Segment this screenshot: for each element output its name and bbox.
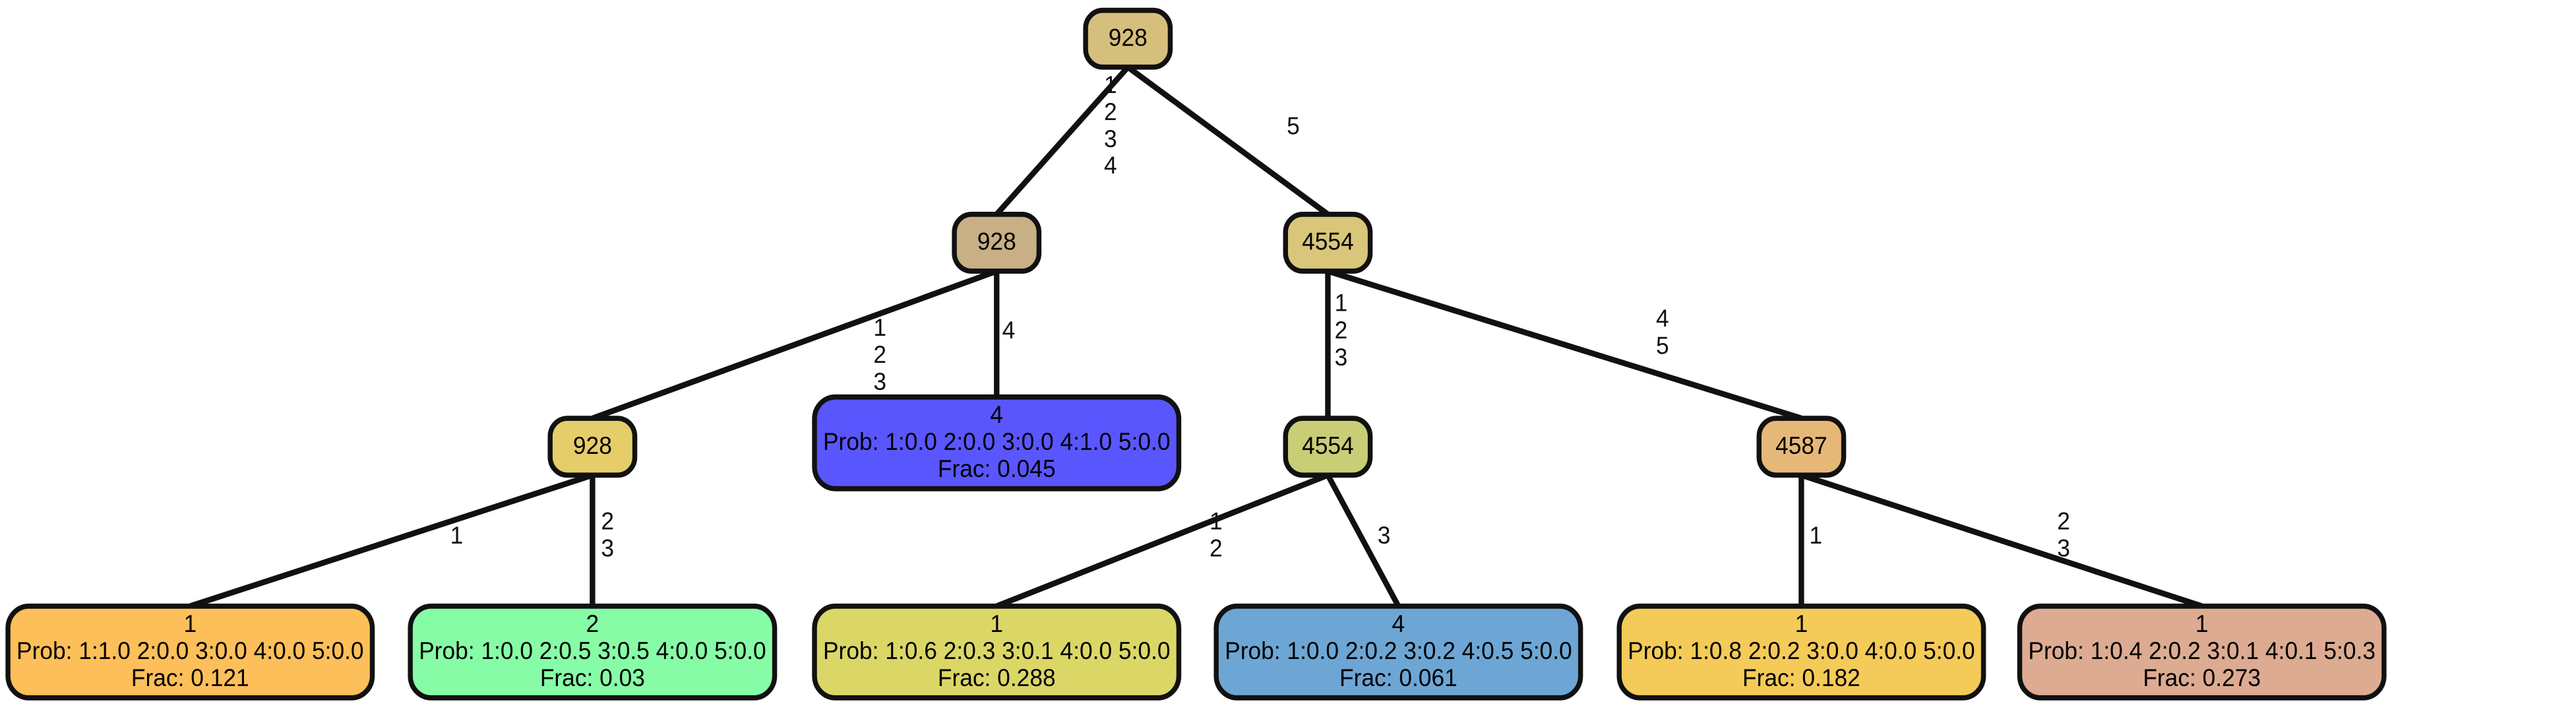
edge-n928c-leaf1 <box>189 472 594 610</box>
leaf-prob: Prob: 1:0.6 2:0.3 3:0.1 4:0.0 5:0.0 <box>822 637 1171 666</box>
leaf-frac: Frac: 0.182 <box>1742 664 1860 692</box>
edge-n4554b-leaf4 <box>995 472 1329 610</box>
edge-label-line: 3 <box>1334 344 1348 371</box>
leaf-frac: Frac: 0.121 <box>131 664 249 692</box>
leaf-prob: Prob: 1:1.0 2:0.0 3:0.0 4:0.0 5:0.0 <box>16 637 364 666</box>
leaf-class: 4 <box>990 401 1004 429</box>
node-label: 4587 <box>1775 432 1827 460</box>
edge-label-line: 1 <box>450 522 464 550</box>
internal-node: 928 <box>1083 7 1173 70</box>
edge-root-n928b <box>995 65 1130 216</box>
leaf-frac: Frac: 0.288 <box>937 664 1056 692</box>
edge-label-line: 2 <box>2057 508 2070 536</box>
edge-label: 1 <box>450 522 464 550</box>
edge-label-line: 1 <box>1209 508 1223 536</box>
node-label: 928 <box>977 228 1016 256</box>
leaf-prob: Prob: 1:0.4 2:0.2 3:0.1 4:0.1 5:0.3 <box>2028 637 2376 666</box>
leaf-prob: Prob: 1:0.8 2:0.2 3:0.0 4:0.0 5:0.0 <box>1628 637 1975 666</box>
edge-label-line: 5 <box>1656 332 1669 360</box>
edge-n4587-leaf7 <box>1800 472 2203 610</box>
edge-label-line: 3 <box>1377 522 1391 550</box>
edge-label-line: 2 <box>873 341 886 369</box>
edge-n4554b-leaf5 <box>1325 474 1401 608</box>
leaf-frac: Frac: 0.045 <box>937 455 1056 483</box>
edge-label-line: 1 <box>873 314 886 342</box>
edge-label-line: 3 <box>1104 125 1117 153</box>
edge-label-line: 3 <box>2057 535 2070 563</box>
leaf-class: 1 <box>2195 611 2209 639</box>
edge-label-line: 1 <box>1334 290 1348 317</box>
internal-node: 928 <box>952 211 1042 274</box>
leaf-class: 4 <box>1392 611 1405 639</box>
edge-label-line: 1 <box>1809 522 1823 550</box>
edge-label: 5 <box>1287 113 1300 141</box>
edge-label-line: 5 <box>1287 113 1300 141</box>
edge-label: 4 <box>1002 317 1016 344</box>
edge-label-line: 2 <box>1334 317 1348 344</box>
leaf-class: 1 <box>183 611 197 639</box>
node-label: 928 <box>1108 24 1148 52</box>
edge-label-line: 4 <box>1002 317 1016 344</box>
leaf-class: 2 <box>586 611 599 639</box>
leaf-frac: Frac: 0.061 <box>1339 664 1457 692</box>
edge-label-line: 1 <box>1104 71 1117 99</box>
edge-label-line: 4 <box>1656 305 1669 332</box>
internal-node: 4554 <box>1283 211 1373 274</box>
internal-node: 928 <box>547 416 638 478</box>
leaf-prob: Prob: 1:0.0 2:0.2 3:0.2 4:0.5 5:0.0 <box>1225 637 1572 666</box>
leaf-class: 1 <box>1794 611 1808 639</box>
edge-label-line: 4 <box>1104 152 1117 180</box>
leaf-class: 1 <box>990 611 1004 639</box>
node-label: 4554 <box>1302 228 1354 256</box>
edge-label-line: 3 <box>601 535 615 563</box>
edge-label-line: 2 <box>1209 535 1223 563</box>
edge-n4554a-n4587 <box>1327 268 1802 422</box>
leaf-frac: Frac: 0.273 <box>2143 664 2261 692</box>
edge-label: 3 <box>1377 522 1391 550</box>
node-label: 4554 <box>1302 432 1354 460</box>
leaf-prob: Prob: 1:0.0 2:0.0 3:0.0 4:1.0 5:0.0 <box>822 428 1171 456</box>
edge-label-line: 2 <box>1104 98 1117 126</box>
leaf-prob: Prob: 1:0.0 2:0.5 3:0.5 4:0.0 5:0.0 <box>419 637 766 666</box>
internal-node: 4554 <box>1283 416 1373 478</box>
edge-root-n4554a <box>1126 65 1330 217</box>
edge-label: 1 <box>1809 522 1823 550</box>
node-label: 928 <box>572 432 612 460</box>
edge-label-line: 3 <box>873 368 886 396</box>
edge-label-line: 2 <box>601 508 615 536</box>
edge-n928b-n928c <box>592 268 998 422</box>
internal-node: 4587 <box>1756 416 1847 478</box>
leaf-frac: Frac: 0.03 <box>539 664 645 692</box>
